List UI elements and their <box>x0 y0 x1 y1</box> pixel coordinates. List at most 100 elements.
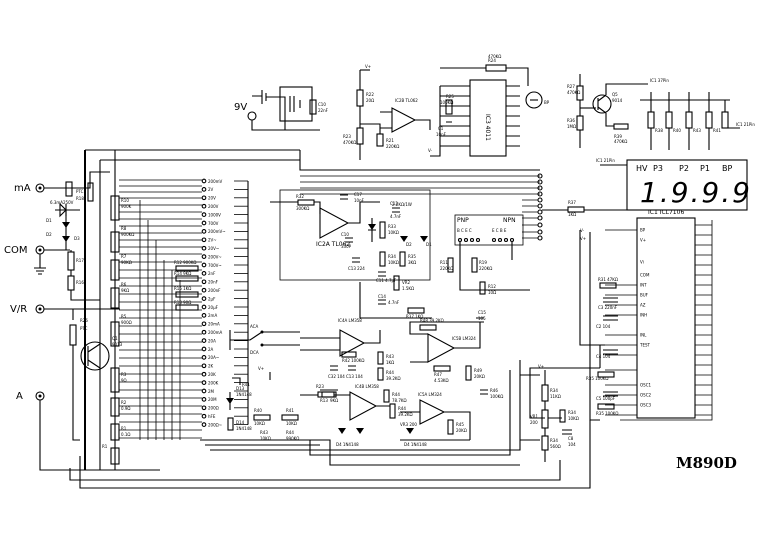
switch-contact <box>201 304 207 310</box>
svg-text:20Ω: 20Ω <box>366 98 374 103</box>
opamp-ic2b <box>391 107 417 133</box>
switch-position-label: 200mV~ <box>208 229 226 234</box>
svg-text:C32 104: C32 104 <box>328 374 345 379</box>
svg-text:B C E C: B C E C <box>457 228 472 233</box>
svg-text:C12: C12 <box>390 201 398 206</box>
svg-text:R36: R36 <box>567 118 575 123</box>
svg-text:R34: R34 <box>550 438 558 443</box>
svg-text:R2: R2 <box>121 400 127 405</box>
terminal-label-com: COM <box>4 245 27 256</box>
switch-position-label: 2M <box>208 389 215 394</box>
svg-text:3KΩ: 3KΩ <box>408 260 416 265</box>
switch-position-label: 200nF <box>208 288 221 293</box>
ic-pin-label: TEST <box>639 343 651 348</box>
transistor-q5 <box>592 94 612 114</box>
svg-text:R32: R32 <box>296 194 304 199</box>
switch-contact <box>201 187 207 192</box>
svg-text:4.53KΩ: 4.53KΩ <box>434 378 449 383</box>
ic2a-section: IC2A TL062 R32 300KΩ C17 10nF C12 4.7nF … <box>270 189 432 319</box>
svg-text:220KΩ: 220KΩ <box>440 266 453 271</box>
switch-contact <box>201 329 207 335</box>
switch-contact <box>201 363 207 369</box>
svg-text:R41: R41 <box>713 128 721 133</box>
svg-text:C10: C10 <box>318 102 326 107</box>
ic-pin-label: AZ <box>640 303 646 308</box>
switch-contact <box>201 203 207 209</box>
svg-text:R14 9KΩ: R14 9KΩ <box>174 271 191 276</box>
svg-text:R35 100KΩ: R35 100KΩ <box>596 411 618 416</box>
switch-position-label: 20A <box>208 338 216 343</box>
svg-text:C15: C15 <box>478 310 486 315</box>
svg-text:R49: R49 <box>474 368 482 373</box>
switch-contact <box>201 229 207 234</box>
switch-contact <box>201 220 207 226</box>
svg-text:V-: V- <box>580 228 585 233</box>
svg-text:R8: R8 <box>121 226 127 231</box>
lcd-frame <box>626 159 748 211</box>
ic-pin-label: BUF <box>640 293 649 298</box>
divider-chain: R10 900K R8 900KΩ R7 90KΩ R6 9KΩ R5 900Ω… <box>84 149 300 471</box>
svg-text:20KΩ: 20KΩ <box>456 428 467 433</box>
switch-contact <box>201 397 207 402</box>
svg-text:300KΩ: 300KΩ <box>296 206 309 211</box>
svg-text:330P: 330P <box>341 244 352 249</box>
svg-text:11KΩ: 11KΩ <box>550 394 561 399</box>
svg-text:1N4148: 1N4148 <box>236 392 252 397</box>
svg-text:R41: R41 <box>242 382 250 387</box>
q5-section: R27 470KΩ R36 1MΩ Q5 9014 IC1 37Pin R39 … <box>567 74 669 148</box>
svg-text:D4 1N4148: D4 1N4148 <box>336 442 359 447</box>
pnp-label: PNP <box>457 217 469 224</box>
battery-voltage: 9V <box>234 102 247 113</box>
svg-text:900Ω: 900Ω <box>121 320 132 325</box>
ic-pin-label: OSC3 <box>640 403 651 408</box>
r1-label: R1 <box>102 444 108 449</box>
terminal-label-ma: mA <box>14 183 31 194</box>
svg-text:R23: R23 <box>343 134 351 139</box>
svg-text:R41: R41 <box>286 408 294 413</box>
svg-text:4.7nF: 4.7nF <box>390 214 402 219</box>
switch-position-label: 200mV <box>208 179 223 184</box>
svg-text:10KΩ: 10KΩ <box>254 421 265 426</box>
svg-text:C17: C17 <box>354 192 362 197</box>
ic-pin-label: V+ <box>640 238 646 243</box>
svg-text:R40: R40 <box>254 408 262 413</box>
svg-text:10KΩ: 10KΩ <box>388 230 399 235</box>
outer-traces <box>69 150 601 489</box>
svg-text:0.1Ω: 0.1Ω <box>121 432 130 437</box>
svg-text:R13 90Ω: R13 90Ω <box>174 300 191 305</box>
ic2b-section: R22 20Ω R23 470KΩ R21 220KΩ IC2B TL062 V… <box>343 64 431 160</box>
switch-position-label: 2K <box>208 364 214 369</box>
svg-text:0.9Ω: 0.9Ω <box>121 406 130 411</box>
switch-position-label: 700V <box>208 221 219 226</box>
svg-text:10KΩ: 10KΩ <box>286 421 297 426</box>
switch-contact <box>201 296 207 301</box>
range-bus-lines: R12 900KΩ R14 9KΩ R15 1KΩ R13 90Ω <box>119 179 202 440</box>
switch-contact <box>201 313 207 318</box>
ic-pin-label: Vi <box>640 260 644 265</box>
svg-text:900K: 900K <box>121 204 132 209</box>
ic3-chip <box>469 79 507 157</box>
switch-contact <box>201 279 207 285</box>
svg-text:R27: R27 <box>567 84 575 89</box>
opamp-ic2a <box>319 207 350 239</box>
switch-position-label: 20A~ <box>208 355 219 360</box>
svg-text:200: 200 <box>530 420 538 425</box>
ic5-section: IC5B LM324 R48 39.2KΩ R47 4.53KΩ R49 20K… <box>377 310 503 447</box>
switch-position-label: 200mA <box>208 330 223 335</box>
switch-position-label: 20nF <box>208 280 219 285</box>
svg-text:R6: R6 <box>121 282 127 287</box>
svg-text:R23: R23 <box>316 384 324 389</box>
opamp-ic5b <box>427 333 456 363</box>
switch-position-label: 700V~ <box>208 263 222 268</box>
ic5a-label: IC5A LM324 <box>418 392 442 397</box>
svg-text:R3: R3 <box>121 372 127 377</box>
vr1-section: V+ R34 11KΩ VR1 200 R34 560Ω R34 10KΩ C8… <box>520 364 600 462</box>
svg-text:R16: R16 <box>76 280 84 285</box>
switch-position-label: 20M <box>208 397 217 402</box>
svg-text:R35: R35 <box>408 254 416 259</box>
svg-text:10KΩ: 10KΩ <box>260 436 271 441</box>
svg-text:R42 100KΩ: R42 100KΩ <box>342 358 364 363</box>
ic-pin-label: INL <box>640 333 647 338</box>
svg-text:BP: BP <box>544 100 550 105</box>
